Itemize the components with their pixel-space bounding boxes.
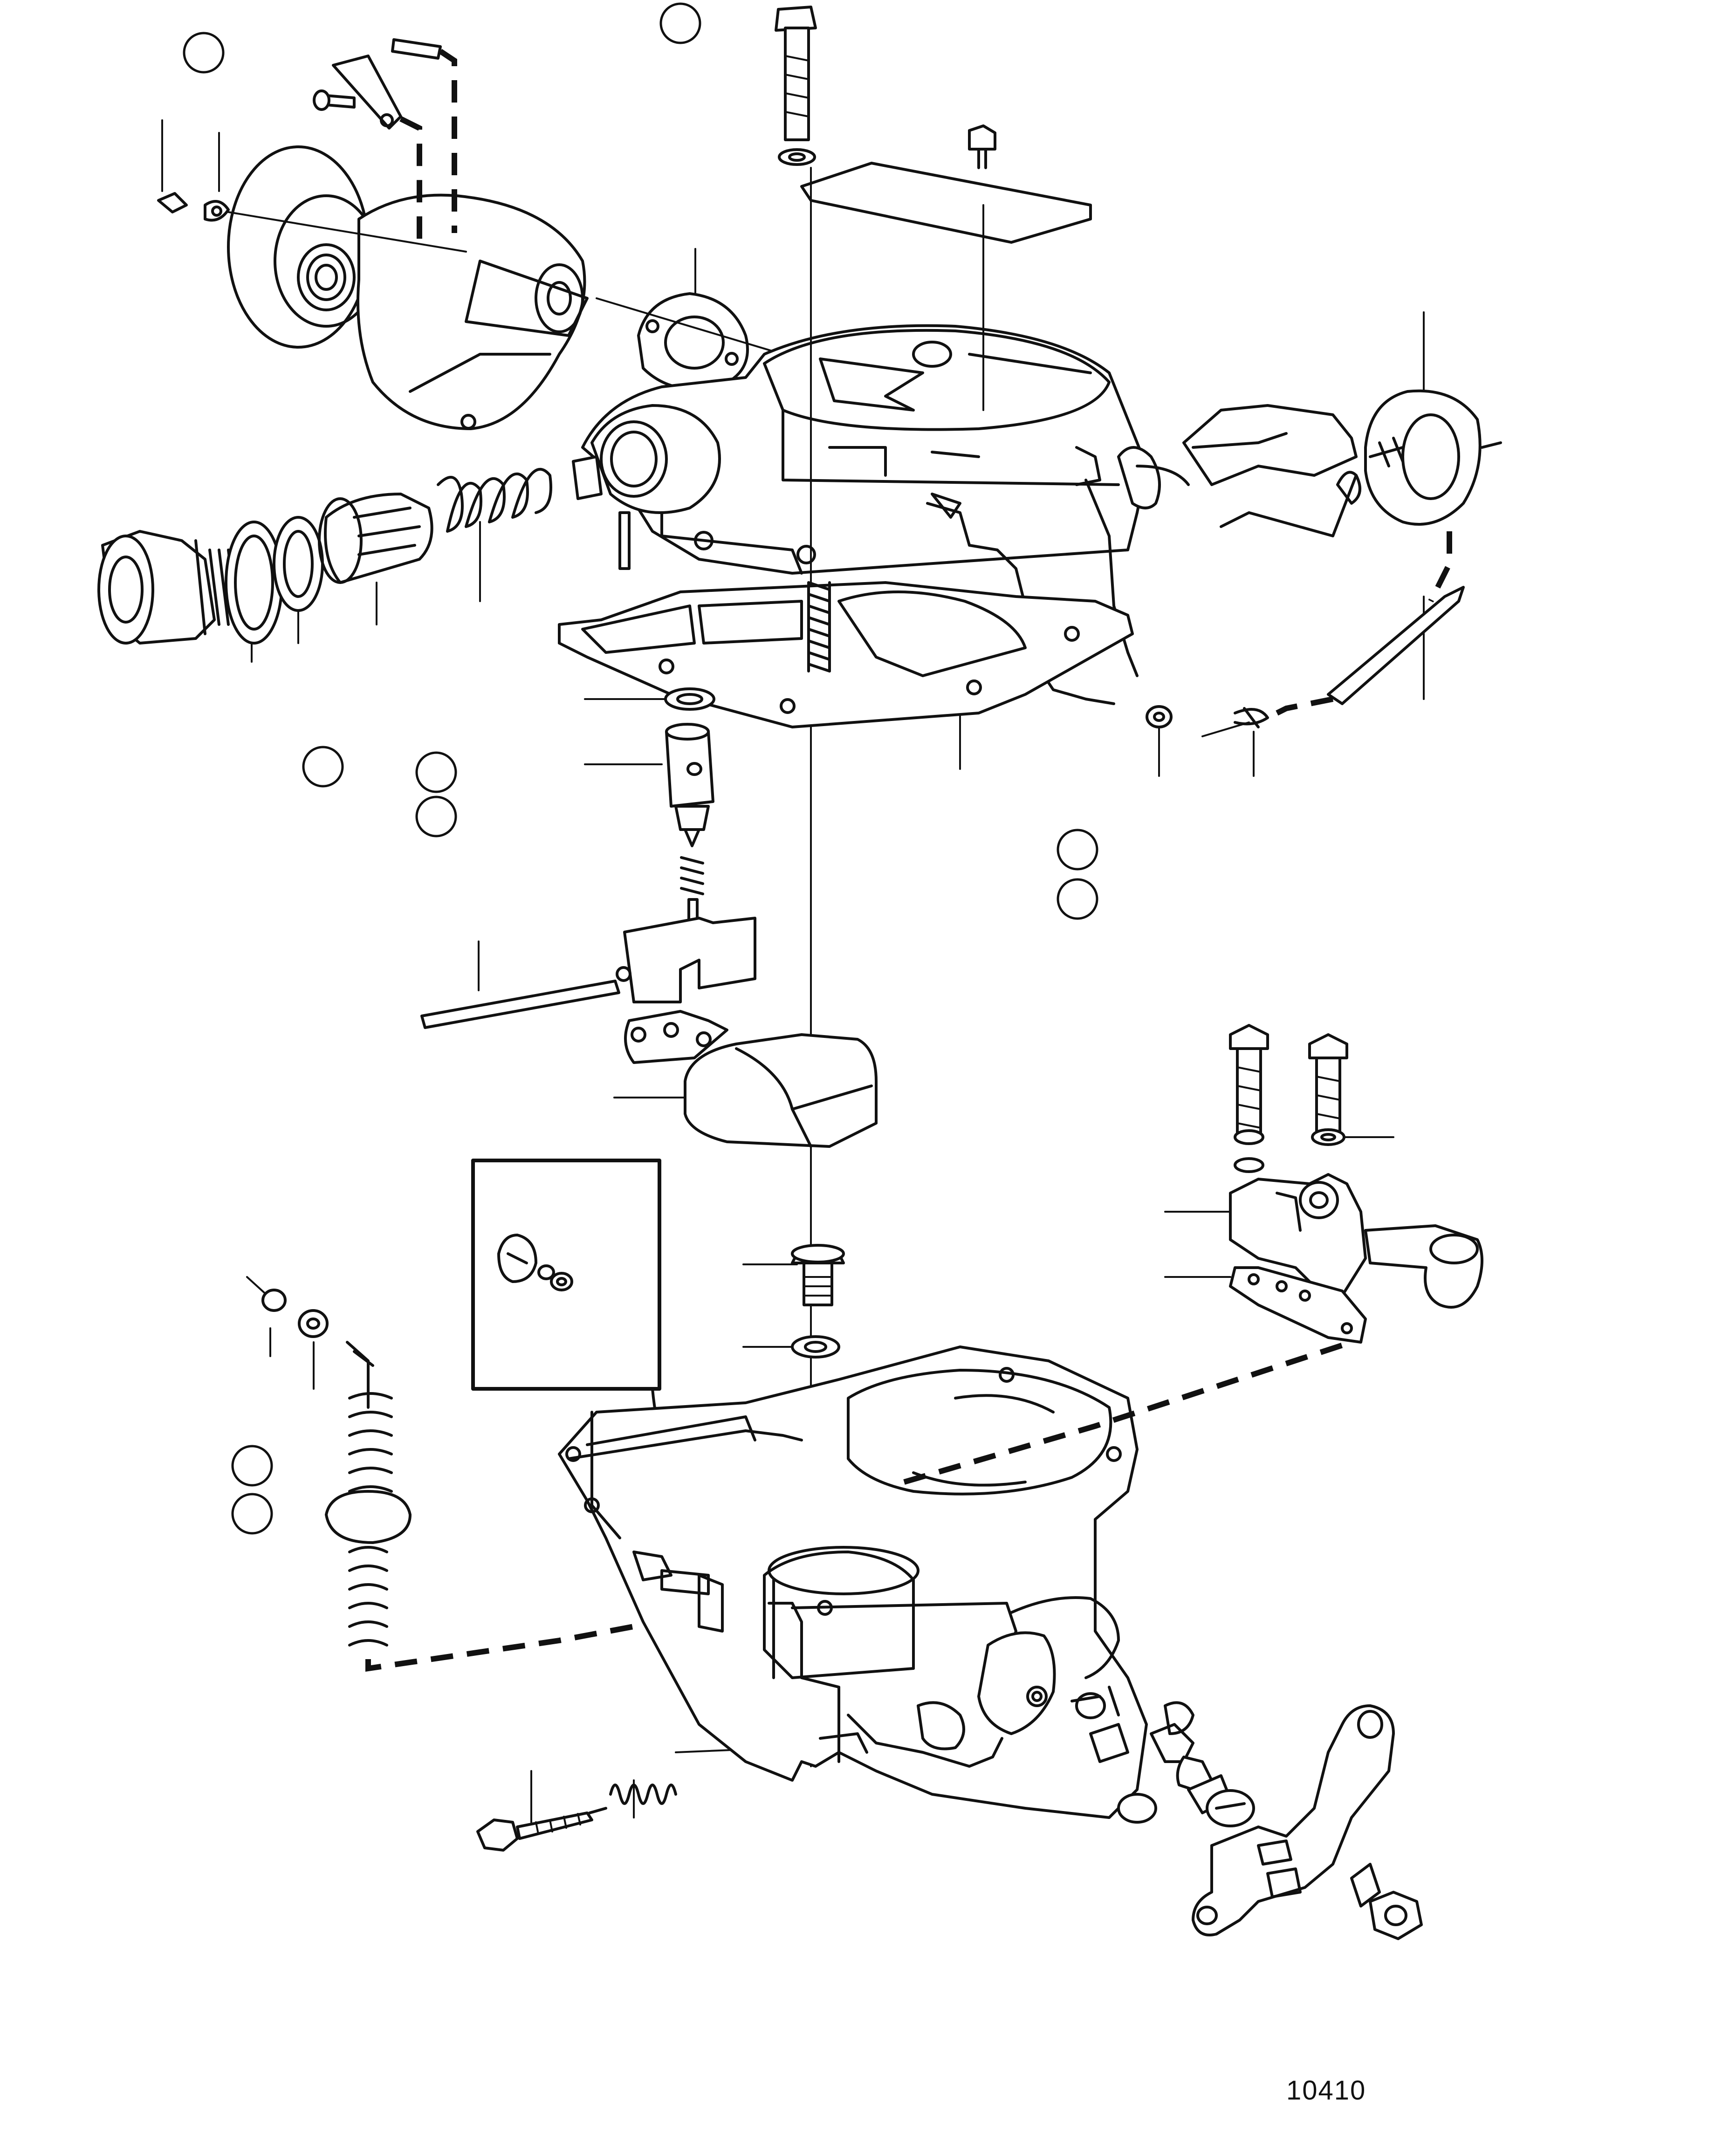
callout-circle-2: [659, 2, 701, 44]
callout-circle-6: [1057, 829, 1098, 871]
float: [616, 917, 878, 1148]
throttle-lever-assembly: [1089, 1701, 1423, 1940]
callout-circle-1: [183, 32, 225, 74]
pump-spring: [807, 581, 831, 673]
choke-gasket: [596, 292, 784, 391]
callout-circle-3: [302, 746, 344, 788]
air-horn-gasket: [558, 581, 1134, 728]
callout-circle-5: [415, 796, 457, 837]
vacuum-hose: [1276, 586, 1465, 716]
idle-solenoid-bracket: [1229, 1024, 1483, 1344]
needle-seat-assembly: [664, 687, 715, 847]
callout-circle-8: [231, 1445, 273, 1487]
fuel-inlet-parts: [97, 467, 552, 645]
choke-screws-and-linkage: [313, 38, 457, 252]
float-needle: [680, 856, 704, 926]
leader-lines: [161, 119, 1425, 1823]
float-bowl: [558, 1339, 1352, 1819]
callout-circle-7: [1057, 878, 1098, 920]
callout-circle-4: [415, 751, 457, 793]
accelerator-pump: [261, 1289, 784, 1672]
air-horn-long-screw: [775, 6, 817, 1767]
detail-inset: [471, 1159, 812, 1581]
figure-number: 10410: [1286, 2075, 1366, 2106]
main-metering-jet: [791, 1244, 845, 1359]
float-hinge-pin: [420, 980, 620, 1029]
idle-mixture-screw: [476, 1807, 607, 1852]
rod-clip-and-washer: [1146, 705, 1269, 728]
callout-circles: [183, 2, 1098, 1535]
callout-circle-9: [231, 1493, 273, 1535]
idle-mixture-spring: [609, 1784, 677, 1805]
choke-cover-assembly: [157, 145, 589, 430]
air-horn: [572, 324, 1190, 705]
choke-vacuum-break: [1182, 389, 1502, 603]
